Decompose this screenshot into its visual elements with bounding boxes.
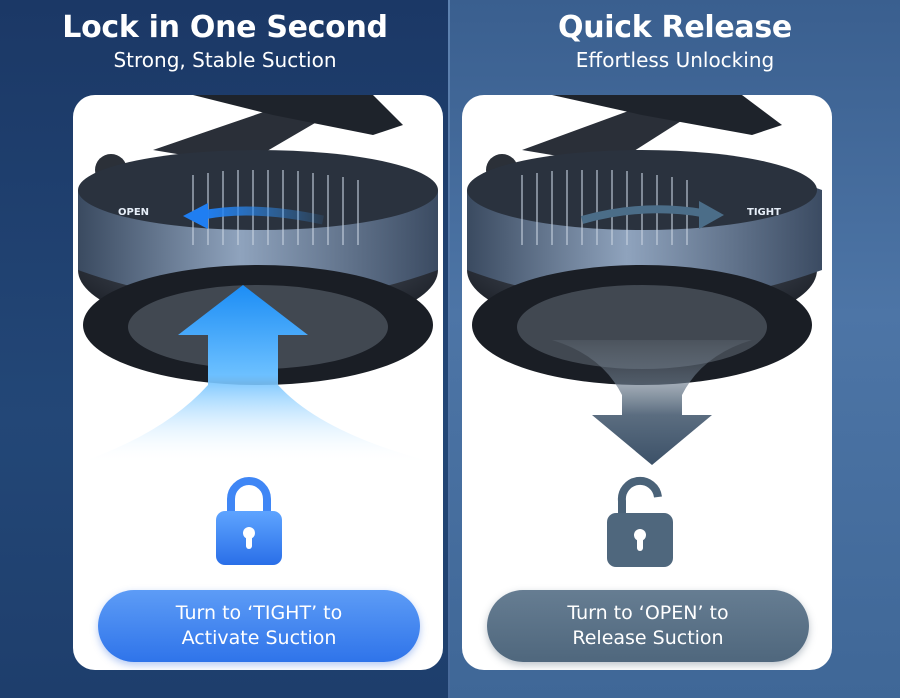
- release-title: Quick Release: [558, 10, 792, 45]
- activate-line1: Turn to ‘TIGHT’ to: [175, 602, 343, 624]
- lock-card: OPEN Turn to ‘TIGHT’ to Activate Suctio: [73, 95, 443, 670]
- release-suction-button[interactable]: Turn to ‘OPEN’ to Release Suction: [487, 590, 809, 662]
- activate-line2: Activate Suction: [181, 627, 337, 649]
- lock-subtitle: Strong, Stable Suction: [113, 48, 337, 72]
- release-card: TIGHT Turn to ‘OPEN’ to Release Suction: [462, 95, 832, 670]
- suction-mount-illustration: OPEN: [73, 95, 443, 465]
- lock-panel: Lock in One Second Strong, Stable Suctio…: [0, 0, 450, 698]
- release-panel: Quick Release Effortless Unlocking: [450, 0, 900, 698]
- lock-title: Lock in One Second: [62, 10, 388, 45]
- lock-open-icon: [607, 476, 673, 567]
- lock-closed-icon: [216, 477, 282, 565]
- release-line2: Release Suction: [572, 627, 724, 649]
- dial-label-open: OPEN: [118, 207, 149, 218]
- suction-mount-illustration: TIGHT: [467, 95, 822, 465]
- dial-label-tight: TIGHT: [747, 207, 781, 218]
- release-line1: Turn to ‘OPEN’ to: [567, 602, 729, 624]
- release-subtitle: Effortless Unlocking: [575, 48, 775, 72]
- activate-suction-button[interactable]: Turn to ‘TIGHT’ to Activate Suction: [98, 590, 420, 662]
